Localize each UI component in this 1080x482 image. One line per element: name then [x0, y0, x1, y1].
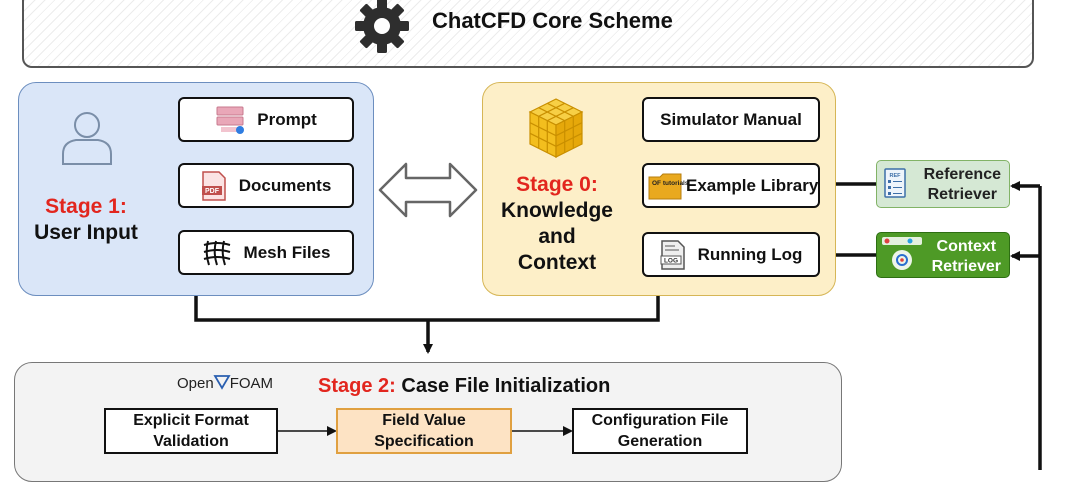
context-network-icon [882, 237, 922, 270]
gear-icon [355, 0, 409, 53]
cube-icon [528, 98, 584, 158]
configuration-file-line2: Generation [617, 433, 703, 450]
stage2-label: Stage 2: Case File Initialization [318, 373, 610, 399]
explicit-format-validation-box: Explicit Format Validation [104, 408, 278, 454]
stage2-arrows [278, 426, 573, 436]
simulator-manual-label: Simulator Manual [660, 109, 802, 129]
user-icon [62, 112, 112, 165]
svg-text:PDF: PDF [205, 188, 220, 195]
stage0-name-line1: Knowledge [500, 199, 613, 222]
folder-icon: OF tutorials [648, 172, 689, 200]
running-log-box: LOG Running Log [642, 232, 820, 277]
field-value-line2: Specification [374, 433, 474, 450]
nabla-icon [213, 375, 231, 390]
reference-retriever-label: Reference Retriever [924, 165, 1001, 205]
mesh-icon [202, 239, 232, 267]
folder-icon-text-1: OF tutorials [652, 180, 689, 187]
stage1-number: Stage 1: [45, 195, 127, 218]
stage1-name: User Input [34, 221, 138, 244]
stage1-label: Stage 1: User Input [18, 194, 154, 246]
documents-box: PDF Documents [178, 163, 354, 208]
stage0-number: Stage 0: [516, 173, 598, 196]
configuration-file-line1: Configuration File [591, 412, 729, 429]
example-library-label: Example Library [686, 175, 819, 195]
mesh-files-box: Mesh Files [178, 230, 354, 275]
running-log-label: Running Log [697, 244, 803, 264]
stage0-name-line3: Context [517, 251, 597, 274]
openfoam-logo-open: Open [177, 375, 214, 392]
openfoam-logo-foam: FOAM [229, 375, 274, 392]
simulator-manual-box: Simulator Manual [642, 97, 820, 142]
prompt-box: Prompt [178, 97, 354, 142]
context-retriever-line1: Context [936, 238, 997, 255]
connector-lines [194, 179, 1042, 470]
example-library-box: OF tutorials Example Library [642, 163, 820, 208]
reference-retriever-box: REF Reference Retriever [876, 160, 1010, 208]
svg-text:REF: REF [890, 173, 902, 179]
page-title: ChatCFD Core Scheme [432, 8, 673, 33]
field-value-specification-box: Field Value Specification [336, 408, 512, 454]
context-retriever-line2: Retriever [931, 258, 1001, 275]
configuration-file-generation-box: Configuration File Generation [572, 408, 748, 454]
mesh-files-label: Mesh Files [243, 242, 331, 262]
stage0-name-line2: and [538, 225, 576, 248]
log-file-icon: LOG [660, 239, 686, 270]
stage0-label: Stage 0: Knowledge and Context [482, 172, 632, 276]
stage2-number: Stage 2: [318, 375, 396, 397]
stage2-name: Case File Initialization [395, 375, 611, 397]
pdf-icon: PDF [201, 170, 227, 201]
prompt-icon [215, 105, 245, 135]
openfoam-logo: Open FOAM [177, 375, 273, 392]
prompt-label: Prompt [257, 109, 317, 129]
context-retriever-box: Context Retriever [876, 232, 1010, 278]
reference-document-icon: REF [884, 168, 906, 198]
explicit-format-line1: Explicit Format [133, 412, 249, 429]
context-retriever-label: Context Retriever [932, 237, 1001, 277]
log-icon-text: LOG [664, 257, 678, 264]
documents-label: Documents [238, 175, 332, 195]
field-value-line1: Field Value [382, 412, 466, 429]
reference-retriever-line1: Reference [923, 166, 1001, 183]
explicit-format-line2: Validation [153, 433, 229, 450]
header-banner [22, 0, 1034, 68]
reference-retriever-line2: Retriever [927, 186, 997, 203]
bidirectional-arrow-icon [378, 162, 478, 218]
